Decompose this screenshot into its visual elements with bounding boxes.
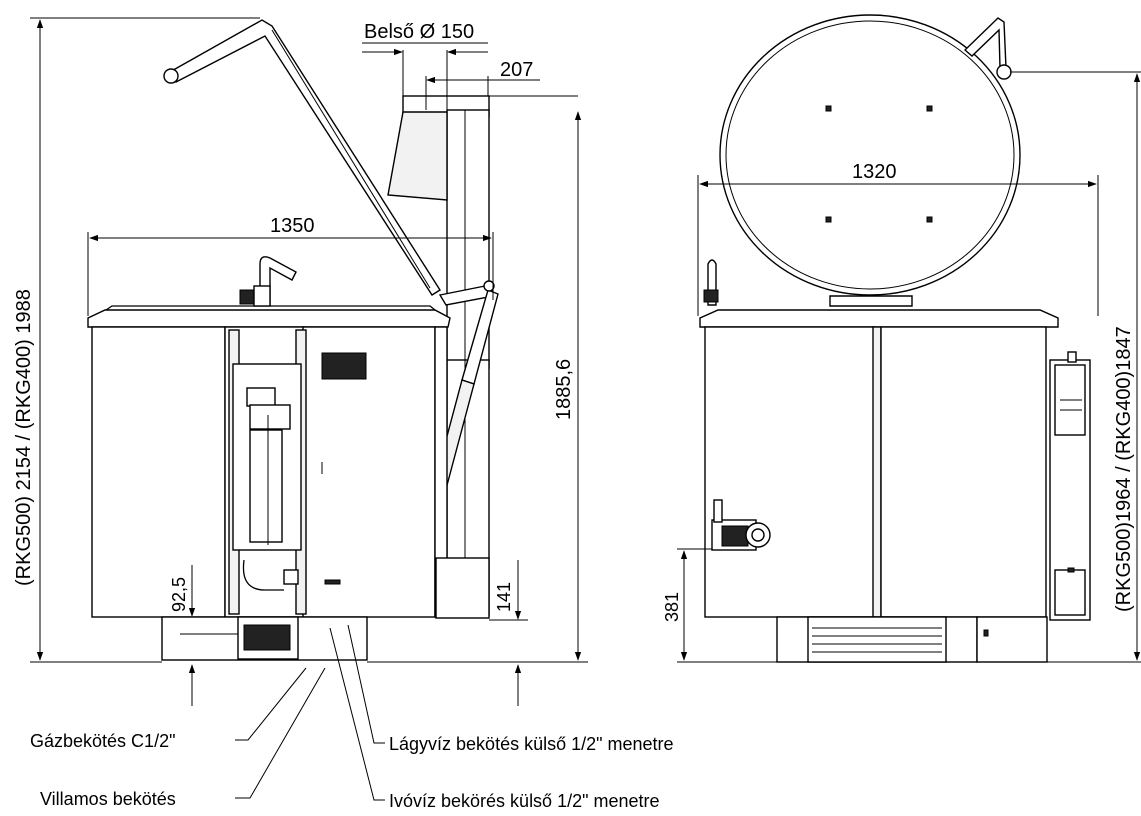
callout-drinking-water: Ivóvíz bekörés külső 1/2" menetre [389,791,660,811]
dim-inner-diameter [362,42,488,112]
callout-soft-water: Lágyvíz bekötés külső 1/2" menetre [389,734,674,754]
front-tap [703,259,719,306]
left-side-panel [91,326,226,618]
callout-gas-connection: Gázbekötés C1/2" [30,731,175,751]
rating-plate [321,352,367,380]
callout-leaders [235,624,385,801]
base-grille [812,627,942,653]
label-right-height: (RKG500)1964 / (RKG400)1847 [1113,326,1135,612]
lid-handle-arm [163,19,441,296]
dim-141 [489,560,528,706]
label-141: 141 [494,582,514,612]
open-lid [719,14,1021,296]
front-view [677,14,1141,663]
front-rim [699,309,1059,328]
dim-92-5 [180,565,238,706]
label-207: 207 [500,59,533,81]
control-box [1049,351,1091,621]
label-inner-diameter: Belső Ø 150 [364,21,474,43]
water-tap [239,256,297,307]
dim-1350 [87,232,494,316]
label-381: 381 [662,592,682,622]
dim-right-height [1010,71,1141,663]
label-1885: 1885,6 [553,359,575,420]
dim-1885 [367,111,588,663]
dim-207 [425,76,578,110]
dim-total-height [30,17,260,663]
kettle-rim [87,309,451,328]
side-view [30,17,588,801]
dim-1320 [697,175,1099,316]
label-1350: 1350 [270,215,315,237]
front-right-panel [880,326,1047,618]
label-1320: 1320 [852,161,897,183]
drain-valve [711,499,771,551]
front-left-panel [704,326,876,618]
internal-components [232,363,302,591]
label-total-height: (RKG500) 2154 / (RKG400) 1988 [13,289,35,586]
lid-bolts [825,105,933,223]
label-92-5: 92,5 [169,577,189,612]
callout-electric-connection: Villamos bekötés [40,789,176,809]
dim-381 [677,548,777,663]
